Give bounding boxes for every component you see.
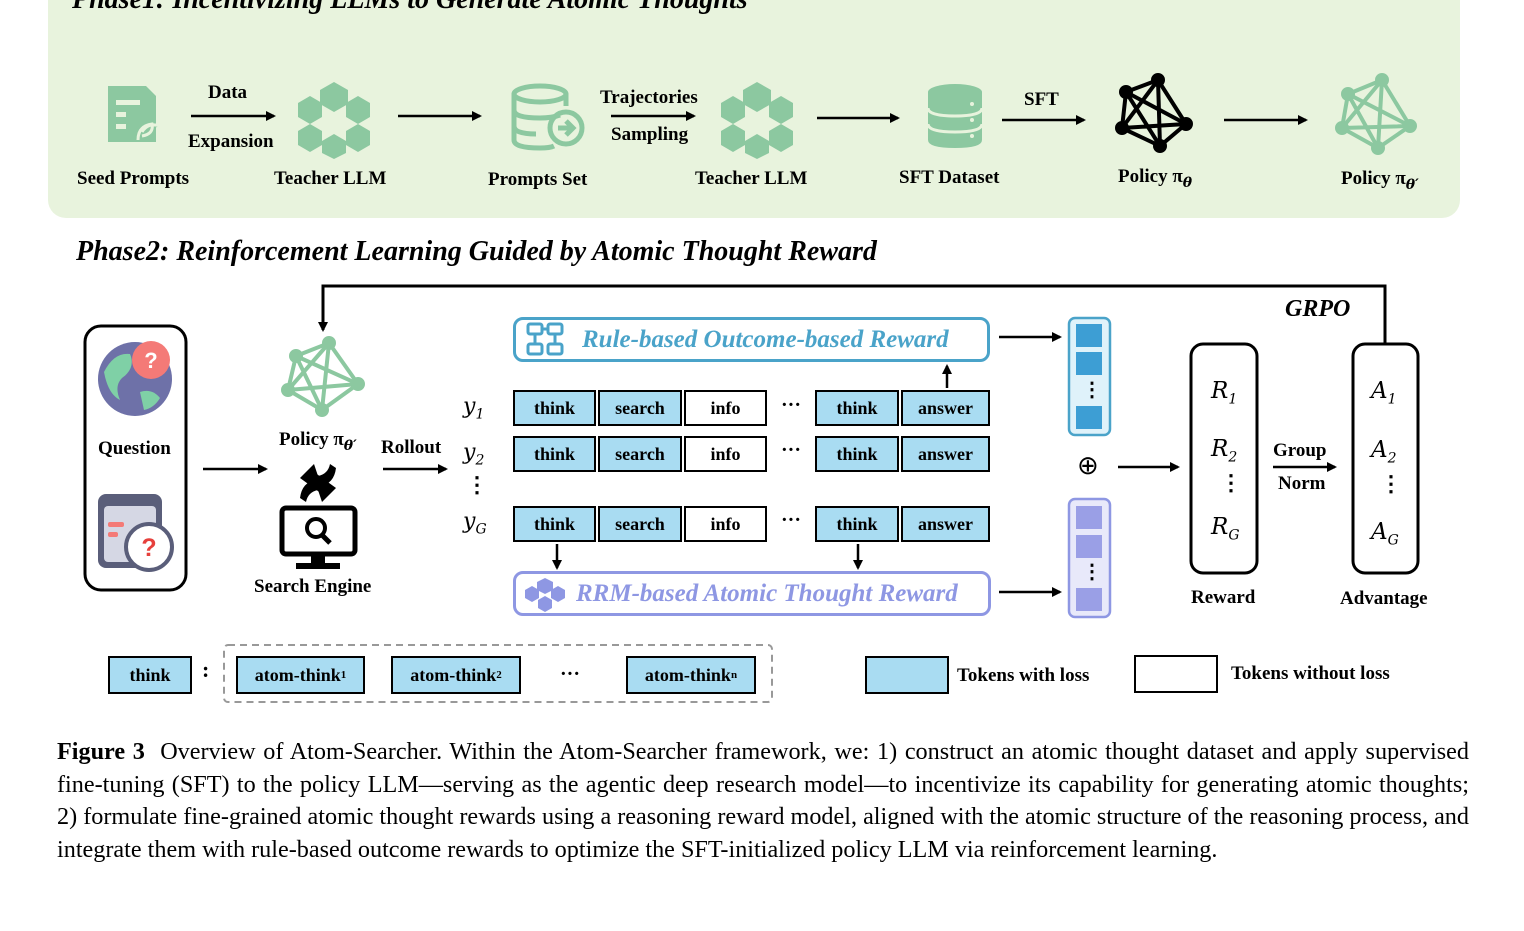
question-label: Question (98, 438, 171, 459)
rollout-label: Rollout (381, 437, 442, 458)
reward-vdots: ⋮ (1220, 470, 1242, 495)
policy-theta-prime-label: Policy πθ′ (1341, 168, 1419, 193)
edge-label-data: Data (208, 82, 248, 103)
teacher-llm-label: Teacher LLM (695, 168, 808, 189)
combine-oplus: ⊕ (1077, 451, 1099, 481)
group-norm-label: Norm (1278, 473, 1326, 494)
token-ellipsis: ··· (781, 509, 802, 531)
search-engine-label: Search Engine (254, 576, 372, 597)
policy-label: Policy πθ′ (279, 429, 357, 454)
figure-caption: Figure 3 Overview of Atom-Searcher. With… (57, 736, 1469, 866)
reward-entry: R1 (1211, 378, 1238, 408)
edge-label-sft: SFT (1024, 89, 1059, 110)
advantage-entry: AG (1371, 519, 1399, 549)
search-engine-monitor-icon (279, 505, 358, 569)
seed-prompts-icon (108, 86, 161, 142)
prompts-set-label: Prompts Set (488, 169, 588, 190)
reward-label: Reward (1191, 587, 1256, 608)
grpo-feedback-arrow (318, 284, 1387, 343)
outcome-reward-vector (1067, 316, 1112, 437)
phase1-arrows (191, 111, 1308, 125)
phase2-arrows (203, 332, 1337, 597)
edge-label-sampling: Sampling (611, 124, 689, 145)
token-search: search (598, 436, 682, 472)
token-think: think (513, 506, 596, 542)
advantage-entry: A2 (1371, 437, 1397, 467)
token-info: info (684, 506, 767, 542)
figure-label: Figure 3 (57, 738, 145, 765)
atomic-vdots: ⋮ (1082, 561, 1102, 583)
policy-network-icon (1335, 73, 1417, 155)
token-info: info (684, 390, 767, 426)
token-think: think (513, 390, 596, 426)
policy-theta-label: Policy πθ (1118, 166, 1193, 191)
atom-think-group (223, 644, 773, 703)
phase1-title: Phase1: Incentivizing LLMs to Generate A… (72, 0, 748, 16)
advantage-entry: A1 (1371, 378, 1397, 408)
rows-vdots: ⋮ (466, 472, 488, 497)
legend-colon: : (202, 657, 210, 682)
token-think: think (815, 506, 899, 542)
trajectory-label: y1 (463, 394, 485, 423)
question-globe-icon: ? (98, 341, 172, 416)
policy-network-icon (1115, 73, 1193, 153)
token-answer: answer (901, 390, 990, 426)
trajectory-label: yG (463, 509, 487, 538)
token-think: think (513, 436, 596, 472)
group-norm-label: Group (1273, 440, 1327, 461)
outcome-vdots: ⋮ (1082, 379, 1102, 401)
legend-noloss-swatch (1134, 655, 1218, 693)
token-search: search (598, 390, 682, 426)
edge-label-trajectories: Trajectories (600, 87, 698, 108)
teacher-llm-icon (721, 82, 793, 159)
token-ellipsis: ··· (781, 394, 802, 416)
seed-prompts-label: Seed Prompts (77, 168, 190, 189)
teacher-llm-label: Teacher LLM (274, 168, 387, 189)
reward-entry: RG (1211, 514, 1240, 544)
policy-network-icon (281, 336, 365, 417)
token-ellipsis: ··· (781, 439, 802, 461)
teacher-llm-icon (298, 82, 370, 159)
token-think: think (815, 436, 899, 472)
token-answer: answer (901, 436, 990, 472)
interaction-swap-icon (300, 464, 336, 502)
advantage-box (1351, 342, 1420, 575)
grpo-label: GRPO (1285, 296, 1351, 322)
token-info: info (684, 436, 767, 472)
reward-box (1189, 342, 1259, 575)
token-think: think (815, 390, 899, 426)
token-search: search (598, 506, 682, 542)
prompts-set-database-icon (511, 83, 585, 151)
legend-with-loss-label: Tokens with loss (957, 665, 1090, 686)
legend-without-loss-label: Tokens without loss (1231, 663, 1390, 684)
question-document-icon: ? (98, 494, 174, 572)
legend-think-token: think (108, 656, 192, 694)
rrm-reward-label: RRM-based Atomic Thought Reward (576, 579, 958, 607)
token-answer: answer (901, 506, 990, 542)
svg-text:?: ? (144, 348, 157, 373)
reward-entry: R2 (1211, 436, 1238, 466)
edge-label-expansion: Expansion (188, 131, 274, 152)
atomic-reward-vector (1067, 497, 1112, 619)
svg-text:?: ? (141, 534, 156, 562)
trajectory-label: y2 (463, 440, 485, 469)
question-panel (83, 324, 188, 592)
legend-loss-swatch (865, 656, 949, 694)
advantage-label: Advantage (1340, 588, 1428, 609)
caption-text: Overview of Atom-Searcher. Within the At… (57, 738, 1469, 863)
rrm-cube-icon (525, 578, 565, 612)
advantage-vdots: ⋮ (1380, 471, 1402, 496)
rule-based-reward-box: Rule-based Outcome-based Reward (513, 317, 990, 362)
sft-dataset-label: SFT Dataset (899, 167, 1000, 188)
phase2-title: Phase2: Reinforcement Learning Guided by… (76, 236, 877, 267)
rule-reward-label: Rule-based Outcome-based Reward (582, 325, 949, 353)
rule-flow-icon (526, 322, 564, 356)
sft-dataset-database-icon (926, 84, 984, 148)
rrm-reward-box: RRM-based Atomic Thought Reward (513, 571, 991, 616)
legend-ellipsis: ··· (560, 663, 581, 685)
